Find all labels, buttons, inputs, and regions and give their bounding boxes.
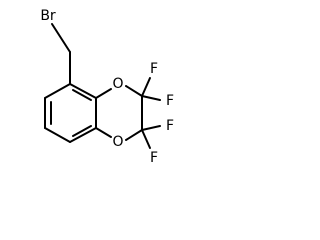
bond-ring-to-o-top [95,88,112,99]
bond-ch2-to-br [51,23,71,53]
atom-o-bottom: O [112,134,123,150]
bond-c-f2 [141,95,161,101]
bond-ring-3 [44,127,71,143]
bond-ring-4 [69,127,97,143]
atom-f2: F [166,93,174,109]
double-bond-inner-3 [72,89,92,101]
molecule-structure: Br O O F F F F [40,8,174,166]
atom-f4: F [150,150,158,166]
bond-c-f4 [141,129,151,149]
bond-o-bottom-to-ring [95,127,112,138]
atom-br: Br [40,8,56,24]
atom-f3: F [166,118,174,134]
bond-c-f1 [141,77,151,97]
bond-c-f3 [141,125,161,131]
double-bond-inner-2 [72,125,92,137]
bond-ring-1 [44,83,71,99]
atom-o-top: O [112,76,123,92]
benzene-ring [44,83,97,143]
atom-f1: F [150,61,158,77]
bond-cf2-to-o-bottom [125,129,143,141]
bond-ring-6 [69,83,97,99]
bond-o-top-to-cf2 [125,85,143,97]
